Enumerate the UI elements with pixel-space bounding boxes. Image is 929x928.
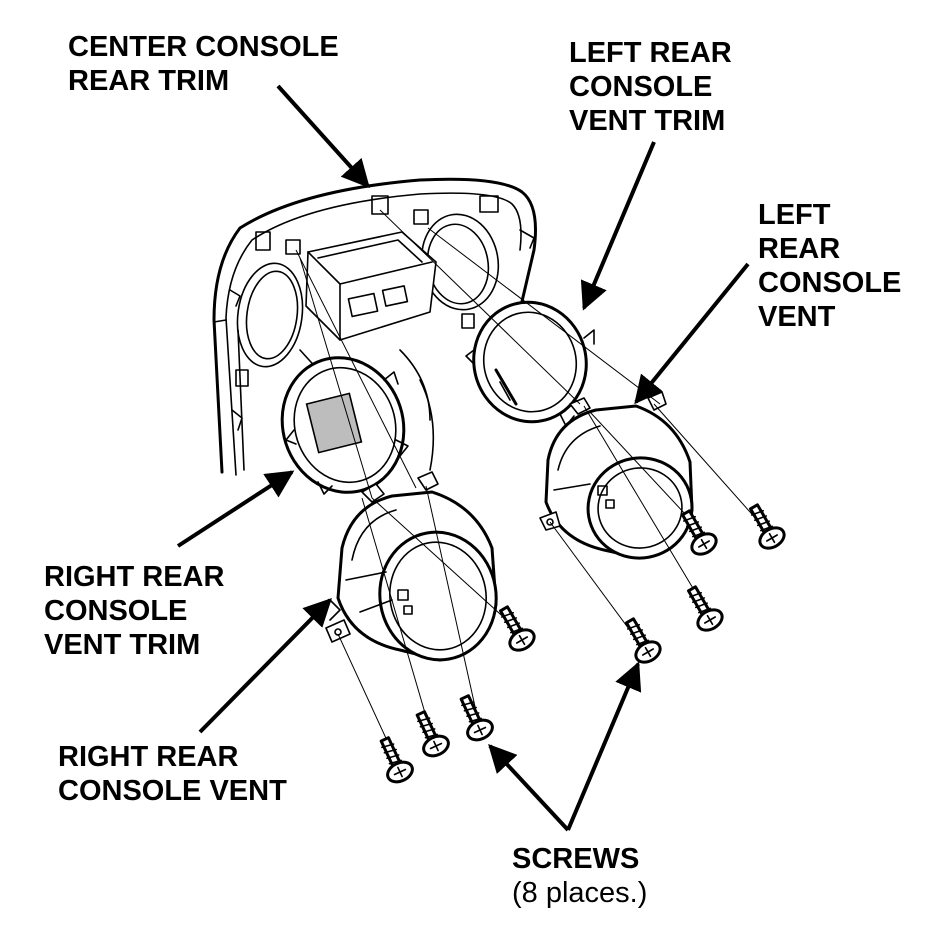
label-screws: SCREWS (8 places.) [512,843,648,909]
screw-3 [415,710,450,758]
label-left-rear-console-vent: LEFT REAR CONSOLE VENT [758,199,902,333]
arrow-left-rear-console-vent [634,262,750,405]
screw-6 [625,617,662,664]
label-center-console-rear-trim: CENTER CONSOLE REAR TRIM [68,31,339,97]
left-rear-console-vent-trim [465,300,595,427]
label-left-rear-console-vent-trim: LEFT REAR CONSOLE VENT TRIM [569,37,732,137]
arrow-right-rear-console-vent [198,598,332,734]
arrow-left-rear-console-vent-trim [580,141,656,311]
right-rear-console-vent-trim [280,356,409,495]
arrow-right-rear-console-vent-trim [176,470,295,548]
screw-4 [379,736,414,784]
arrow-center-console-rear-trim [276,84,370,189]
left-rear-console-vent [539,391,694,560]
screw-5 [687,585,724,632]
screw-8 [749,503,786,550]
screw-1 [499,605,536,652]
arrow-screws-left [488,743,570,832]
label-right-rear-console-vent: RIGHT REAR CONSOLE VENT [58,741,287,807]
screw-7 [681,509,718,556]
right-rear-console-vent [325,471,498,662]
screws [379,503,786,784]
label-right-rear-console-vent-trim: RIGHT REAR CONSOLE VENT TRIM [44,561,225,661]
screw-2 [459,694,494,742]
arrow-screws-right [566,661,642,831]
alignment-lines [295,209,767,761]
leader-arrows [176,84,750,832]
